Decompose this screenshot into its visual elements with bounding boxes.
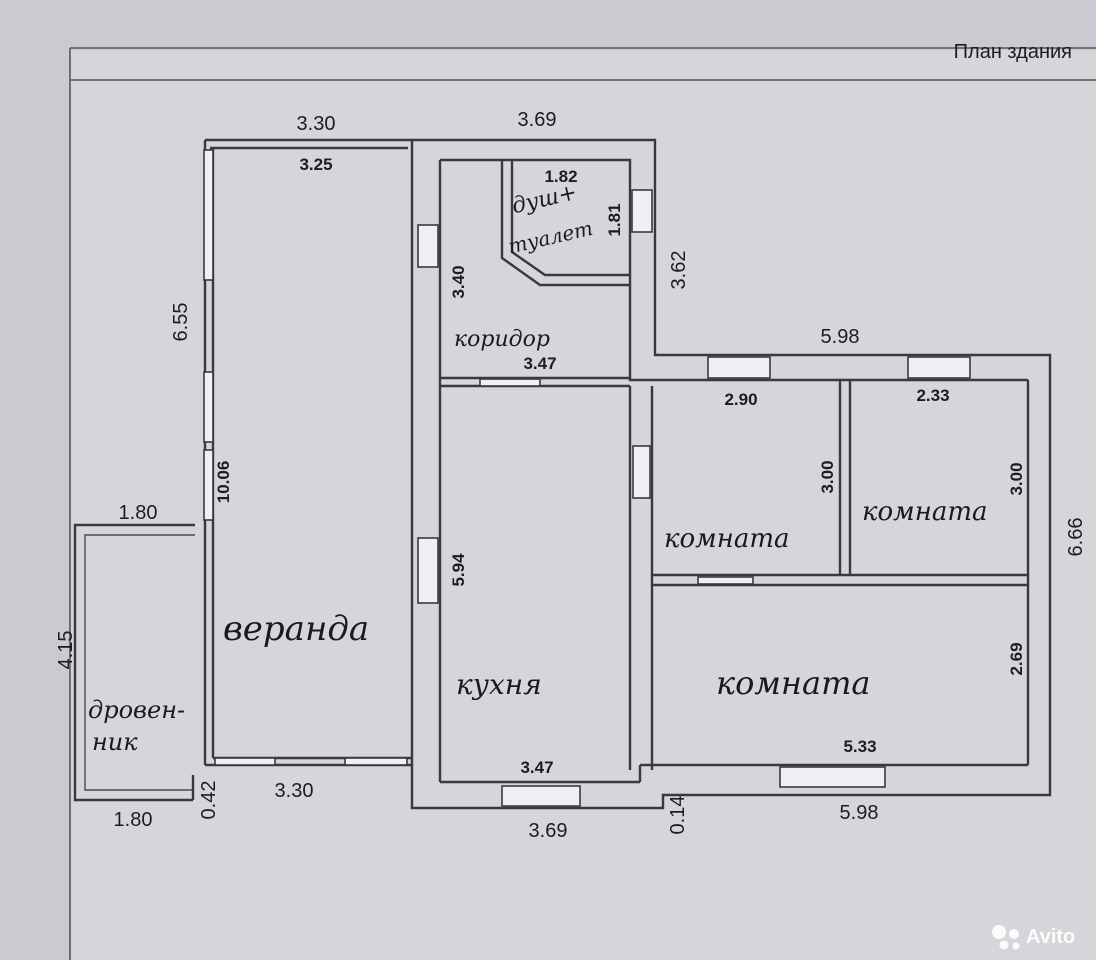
dim-offset-bottom: 0.14 [667, 796, 689, 835]
dim-corridor-step: 3.62 [668, 251, 690, 290]
dim-large-room-width: 5.33 [843, 737, 876, 756]
drovennik-walls [73, 523, 195, 802]
dim-corridor-height: 3.40 [449, 265, 468, 298]
dim-top-mid-outer: 3.69 [518, 109, 557, 131]
room-label-room-small-right: комната [862, 497, 988, 527]
dim-drovennik-top: 1.80 [119, 502, 158, 524]
dim-drovennik-height: 4.15 [55, 631, 77, 670]
dim-offset-left: 0.42 [198, 781, 220, 820]
main-house-walls [410, 138, 1052, 810]
dim-shower-width: 1.82 [544, 167, 577, 186]
dim-kitchen-height: 5.94 [449, 553, 468, 587]
drawing-frame [69, 47, 1096, 960]
dim-drovennik-bottom: 1.80 [114, 809, 153, 831]
room-labels: веранда дровен- ник душ+ туалет коридор … [88, 180, 988, 756]
room-label-kitchen: кухня [456, 668, 542, 701]
dim-right-block-height: 6.66 [1065, 518, 1087, 557]
dim-bottom-right-outer: 5.98 [840, 802, 879, 824]
dim-veranda-bottom: 3.30 [275, 780, 314, 802]
plan-title: План здания [954, 41, 1072, 63]
dim-room-left-height: 3.00 [818, 460, 837, 493]
dimension-labels: 3.30 3.69 3.25 6.55 10.06 1.80 4.15 1.80… [55, 109, 1087, 842]
dim-bottom-mid-outer: 3.69 [529, 820, 568, 842]
room-label-corridor: коридор [454, 327, 550, 352]
room-label-drovennik-line2: ник [92, 728, 138, 756]
dim-room-left-width: 2.90 [724, 390, 757, 409]
room-label-room-small-left: комната [664, 524, 790, 554]
dim-corridor-width: 3.47 [523, 354, 556, 373]
room-label-veranda: веранда [223, 609, 369, 649]
avito-logo-icon [992, 925, 1020, 950]
shower-walls [500, 160, 630, 287]
dim-right-block-top: 5.98 [821, 326, 860, 348]
dim-room-right-height: 3.00 [1007, 462, 1026, 495]
dim-veranda-wall-upper: 6.55 [170, 303, 192, 342]
dim-kitchen-inner-bottom: 3.47 [520, 758, 553, 777]
dim-room-right-width: 2.33 [916, 386, 949, 405]
dim-shower-depth: 1.81 [605, 203, 624, 236]
room-label-room-large: комната [716, 664, 870, 702]
windows [203, 149, 971, 807]
dim-large-room-height: 2.69 [1007, 642, 1026, 675]
watermark-text: Avito [1026, 926, 1075, 948]
dim-veranda-inner-top: 3.25 [299, 155, 332, 174]
room-label-drovennik-line1: дровен- [88, 696, 185, 724]
dim-top-left-outer: 3.30 [297, 113, 336, 135]
avito-watermark: Avito [992, 925, 1075, 950]
dim-veranda-inner-height: 10.06 [214, 461, 233, 504]
